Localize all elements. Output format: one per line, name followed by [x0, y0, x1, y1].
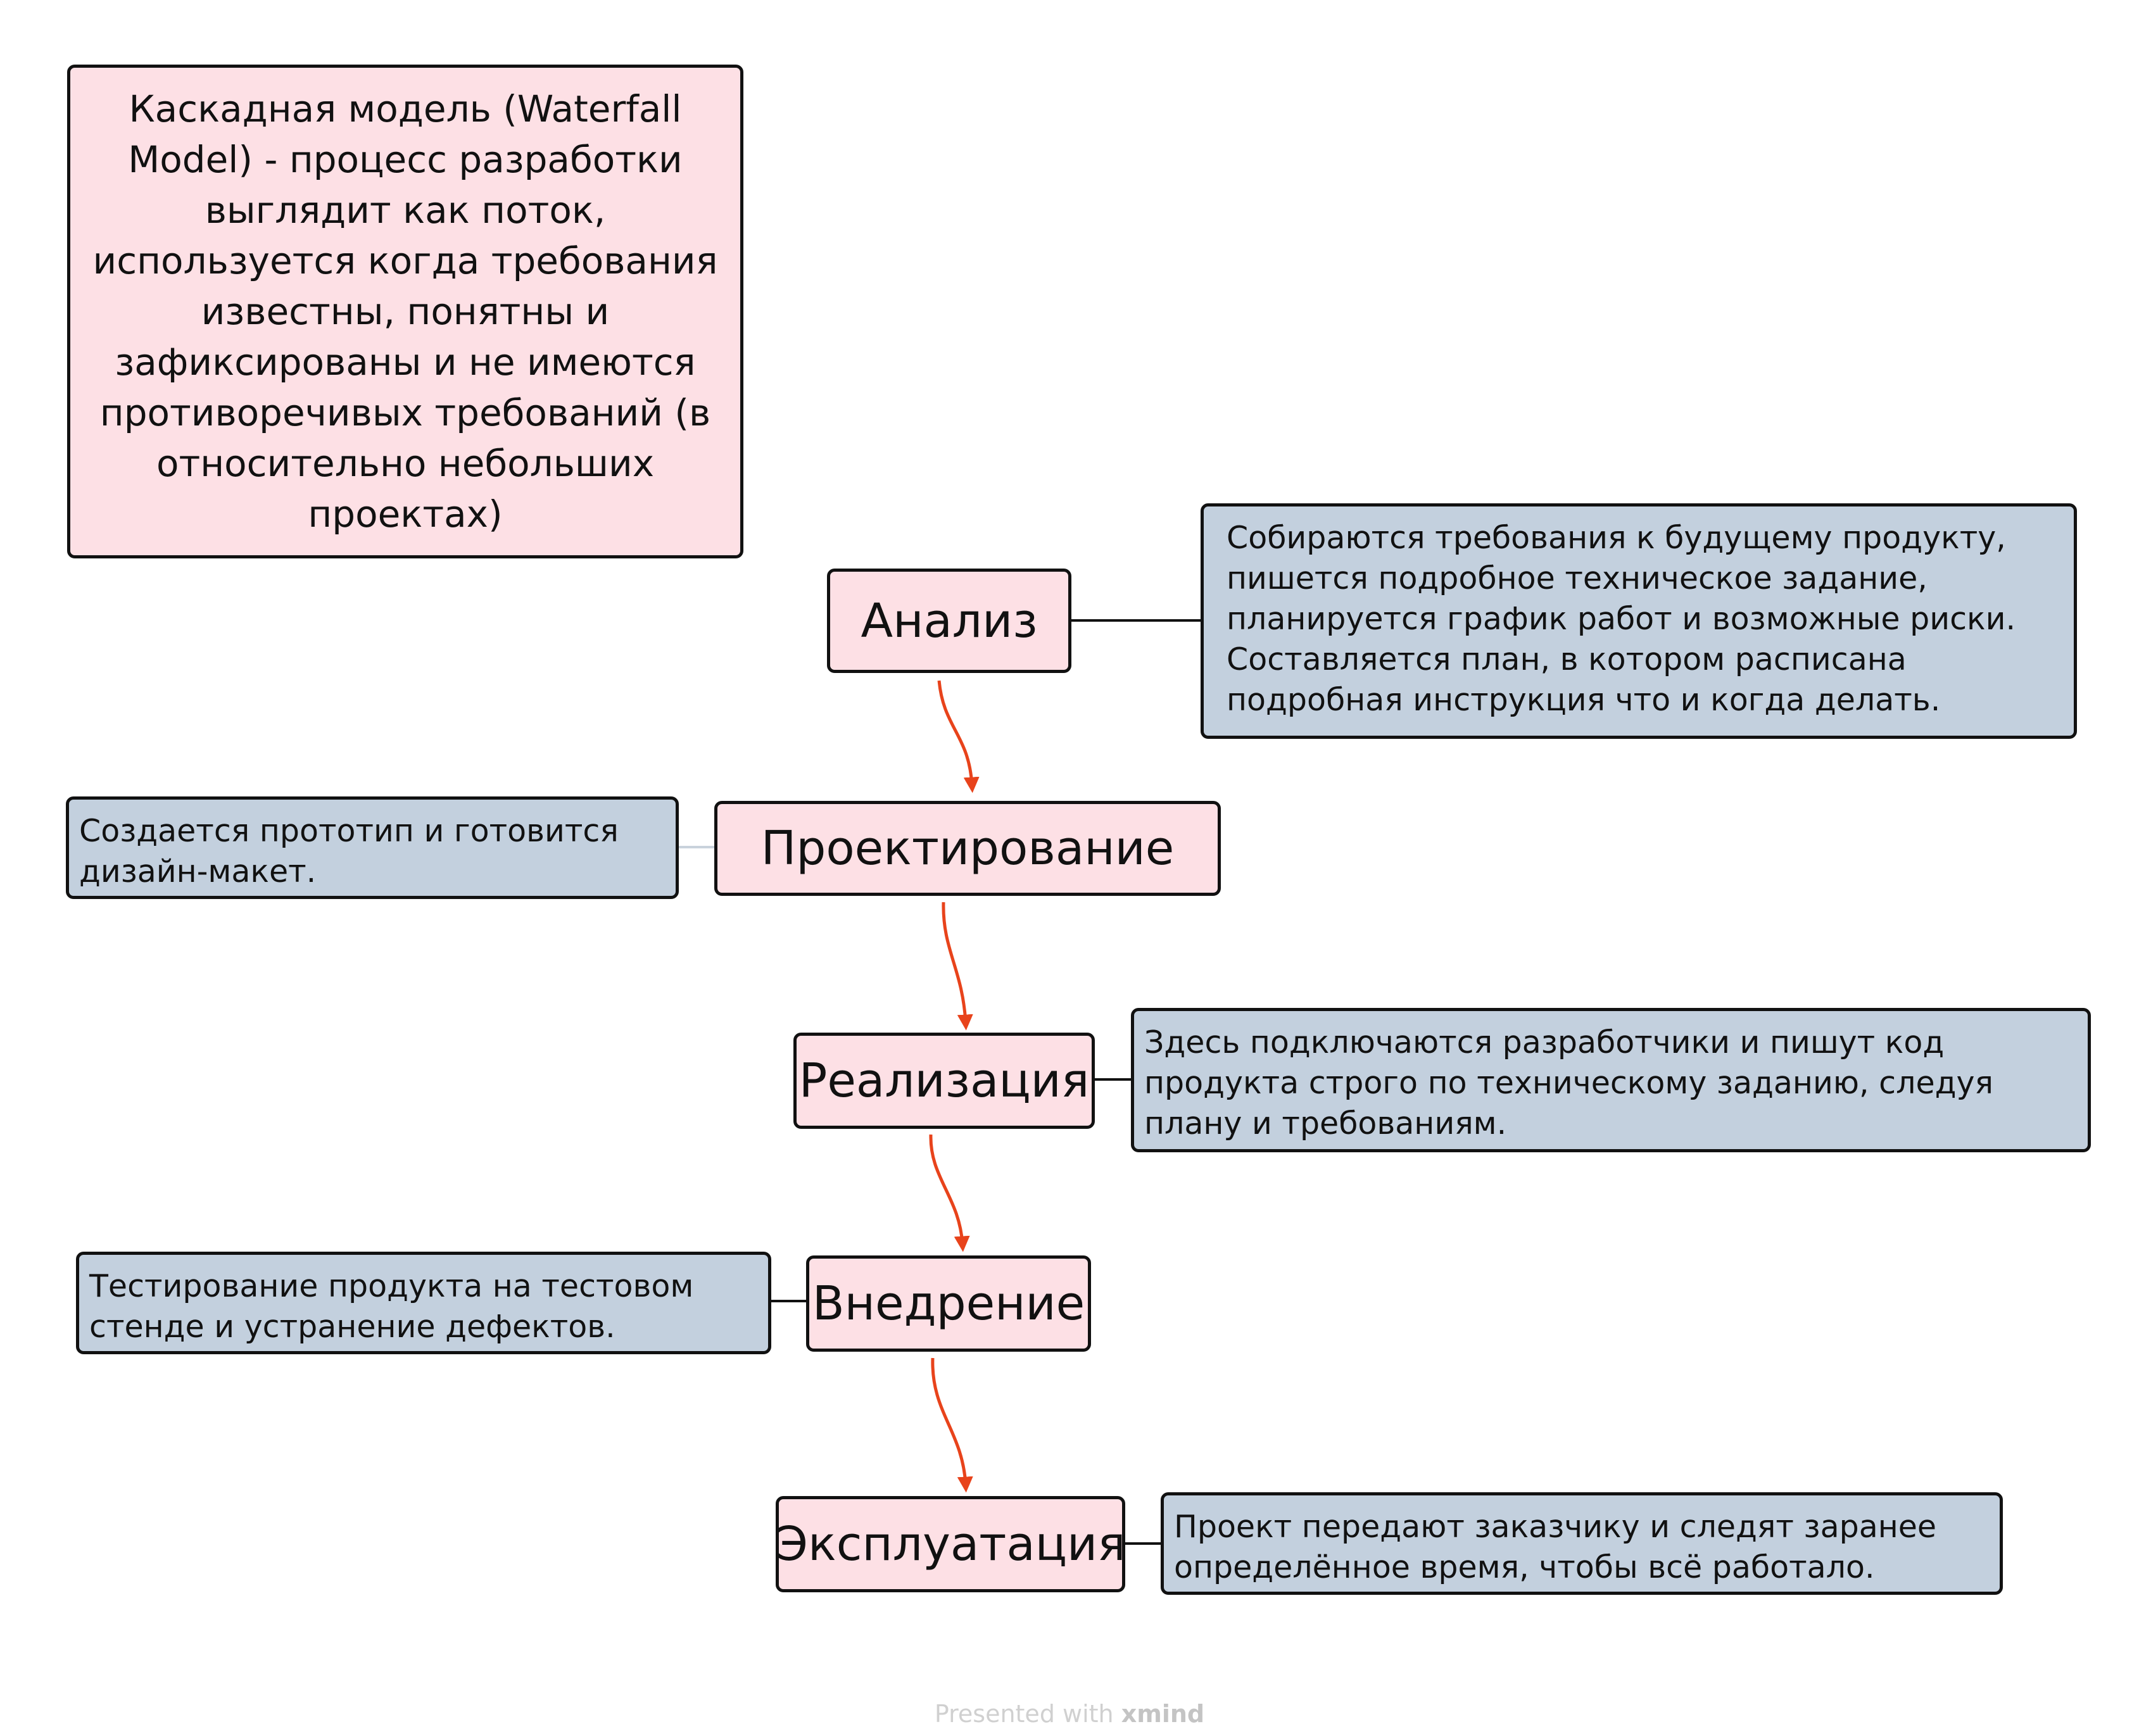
note-text: Собираются требования к будущему продукт… [1227, 520, 2016, 718]
flow-arrow-2 [942, 902, 973, 1031]
flow-arrow-1 [937, 680, 980, 793]
note-text: Создается прототип и готовится дизайн-ма… [79, 813, 619, 890]
stage-implementation[interactable]: Реализация [793, 1033, 1095, 1129]
note-operation[interactable]: Проект передают заказчику и следят заран… [1161, 1492, 2003, 1595]
flow-arrow-4 [931, 1357, 973, 1493]
stage-label: Проектирование [760, 821, 1175, 876]
flow-arrow-3 [929, 1134, 970, 1252]
xmind-logo: xmind [1121, 1700, 1205, 1728]
stage-label: Внедрение [812, 1276, 1085, 1331]
note-text: Тестирование продукта на тестовом стенде… [89, 1268, 694, 1345]
intro-description: Каскадная модель (Waterfall Model) - про… [67, 65, 743, 558]
note-text: Здесь подключаются разработчики и пишут … [1144, 1024, 1993, 1142]
stage-label: Эксплуатация [775, 1517, 1126, 1571]
footer-prefix: Presented with [934, 1700, 1114, 1728]
stage-label: Реализация [798, 1054, 1090, 1108]
note-implementation[interactable]: Здесь подключаются разработчики и пишут … [1131, 1008, 2091, 1152]
note-analysis[interactable]: Собираются требования к будущему продукт… [1201, 503, 2077, 739]
note-design[interactable]: Создается прототип и готовится дизайн-ма… [66, 796, 679, 899]
note-deployment[interactable]: Тестирование продукта на тестовом стенде… [76, 1252, 771, 1354]
stage-deployment[interactable]: Внедрение [806, 1255, 1091, 1352]
stage-design[interactable]: Проектирование [714, 801, 1221, 896]
presented-with-footer: Presented with xmind [0, 1700, 2139, 1728]
note-text: Проект передают заказчику и следят заран… [1174, 1509, 1937, 1585]
stage-operation[interactable]: Эксплуатация [775, 1496, 1126, 1592]
intro-text: Каскадная модель (Waterfall Model) - про… [92, 87, 718, 536]
stage-analysis[interactable]: Анализ [827, 569, 1071, 673]
stage-label: Анализ [861, 593, 1038, 648]
